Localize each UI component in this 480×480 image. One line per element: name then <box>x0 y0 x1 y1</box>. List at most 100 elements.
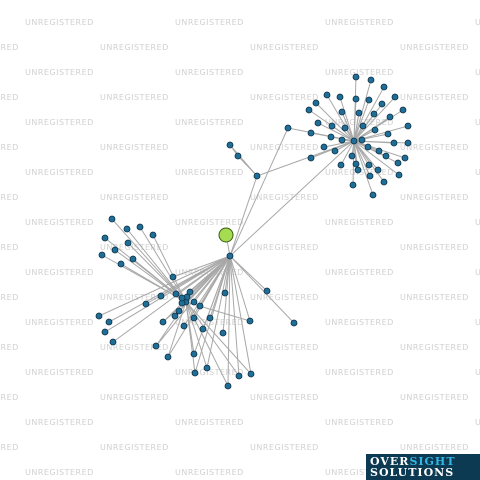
graph-node[interactable] <box>178 294 186 302</box>
graph-node[interactable] <box>365 161 373 169</box>
graph-node[interactable] <box>142 300 150 308</box>
graph-node[interactable] <box>375 147 383 155</box>
graph-node[interactable] <box>352 73 360 81</box>
graph-node[interactable] <box>401 154 409 162</box>
graph-node[interactable] <box>190 350 198 358</box>
graph-node[interactable] <box>136 223 144 231</box>
graph-node[interactable] <box>352 160 360 168</box>
graph-node[interactable] <box>366 172 374 180</box>
graph-node[interactable] <box>224 382 232 390</box>
graph-node[interactable] <box>172 290 180 298</box>
graph-node[interactable] <box>247 370 255 378</box>
graph-node[interactable] <box>290 319 298 327</box>
graph-node[interactable] <box>364 143 372 151</box>
graph-node[interactable] <box>404 139 412 147</box>
graph-node[interactable] <box>370 110 378 118</box>
graph-node[interactable] <box>226 141 234 149</box>
graph-node[interactable] <box>219 329 227 337</box>
graph-node[interactable] <box>157 292 165 300</box>
graph-node[interactable] <box>305 106 313 114</box>
graph-node[interactable] <box>336 93 344 101</box>
graph-node[interactable] <box>123 225 131 233</box>
graph-node[interactable] <box>404 122 412 130</box>
graph-node[interactable] <box>391 93 399 101</box>
graph-node[interactable] <box>312 99 320 107</box>
graph-node[interactable] <box>307 129 315 137</box>
graph-node[interactable] <box>253 172 261 180</box>
graph-node[interactable] <box>369 191 377 199</box>
graph-node[interactable] <box>175 307 183 315</box>
graph-node[interactable] <box>355 109 363 117</box>
graph-node[interactable] <box>180 322 188 330</box>
graph-node[interactable] <box>221 289 229 297</box>
graph-node[interactable] <box>384 130 392 138</box>
graph-node[interactable] <box>206 314 214 322</box>
focus-node[interactable] <box>218 227 234 243</box>
graph-node[interactable] <box>98 251 106 259</box>
graph-node[interactable] <box>367 76 375 84</box>
graph-node[interactable] <box>108 215 116 223</box>
graph-node[interactable] <box>365 96 373 104</box>
graph-node[interactable] <box>331 147 339 155</box>
graph-node[interactable] <box>349 181 357 189</box>
graph-node[interactable] <box>378 100 386 108</box>
graph-node[interactable] <box>95 312 103 320</box>
graph-node[interactable] <box>186 288 194 296</box>
graph-node[interactable] <box>226 252 234 260</box>
graph-node[interactable] <box>320 143 328 151</box>
graph-node[interactable] <box>149 231 157 239</box>
graph-node[interactable] <box>394 159 402 167</box>
graph-node[interactable] <box>327 133 335 141</box>
graph-node[interactable] <box>399 106 407 114</box>
graph-node[interactable] <box>124 239 132 247</box>
graph-node[interactable] <box>199 325 207 333</box>
graph-node[interactable] <box>234 152 242 160</box>
graph-node[interactable] <box>323 91 331 99</box>
graph-node[interactable] <box>101 234 109 242</box>
graph-node[interactable] <box>284 124 292 132</box>
graph-node[interactable] <box>354 166 362 174</box>
graph-node[interactable] <box>190 298 198 306</box>
graph-node[interactable] <box>129 255 137 263</box>
graph-node[interactable] <box>390 139 398 147</box>
edge <box>317 122 355 142</box>
graph-node[interactable] <box>171 312 179 320</box>
graph-node[interactable] <box>386 113 394 121</box>
graph-node[interactable] <box>350 137 358 145</box>
graph-node[interactable] <box>101 328 109 336</box>
graph-node[interactable] <box>105 318 113 326</box>
graph-node[interactable] <box>341 124 349 132</box>
graph-node[interactable] <box>111 246 119 254</box>
graph-node[interactable] <box>382 152 390 160</box>
graph-node[interactable] <box>246 317 254 325</box>
graph-node[interactable] <box>109 338 117 346</box>
graph-node[interactable] <box>203 364 211 372</box>
graph-node[interactable] <box>314 119 322 127</box>
graph-node[interactable] <box>337 161 345 169</box>
graph-node[interactable] <box>374 166 382 174</box>
graph-node[interactable] <box>263 287 271 295</box>
graph-node[interactable] <box>358 136 366 144</box>
graph-node[interactable] <box>190 314 198 322</box>
graph-node[interactable] <box>169 273 177 281</box>
graph-node[interactable] <box>380 83 388 91</box>
edge <box>353 98 357 142</box>
graph-node[interactable] <box>352 95 360 103</box>
graph-node[interactable] <box>338 108 346 116</box>
graph-node[interactable] <box>359 122 367 130</box>
graph-node[interactable] <box>159 318 167 326</box>
graph-node[interactable] <box>395 171 403 179</box>
graph-node[interactable] <box>196 302 204 310</box>
graph-node[interactable] <box>338 136 346 144</box>
graph-node[interactable] <box>117 260 125 268</box>
graph-node[interactable] <box>191 369 199 377</box>
graph-node[interactable] <box>371 126 379 134</box>
graph-node[interactable] <box>152 342 160 350</box>
graph-node[interactable] <box>164 353 172 361</box>
graph-node[interactable] <box>235 372 243 380</box>
graph-node[interactable] <box>328 122 336 130</box>
graph-node[interactable] <box>380 178 388 186</box>
graph-node[interactable] <box>307 154 315 162</box>
graph-node[interactable] <box>348 152 356 160</box>
